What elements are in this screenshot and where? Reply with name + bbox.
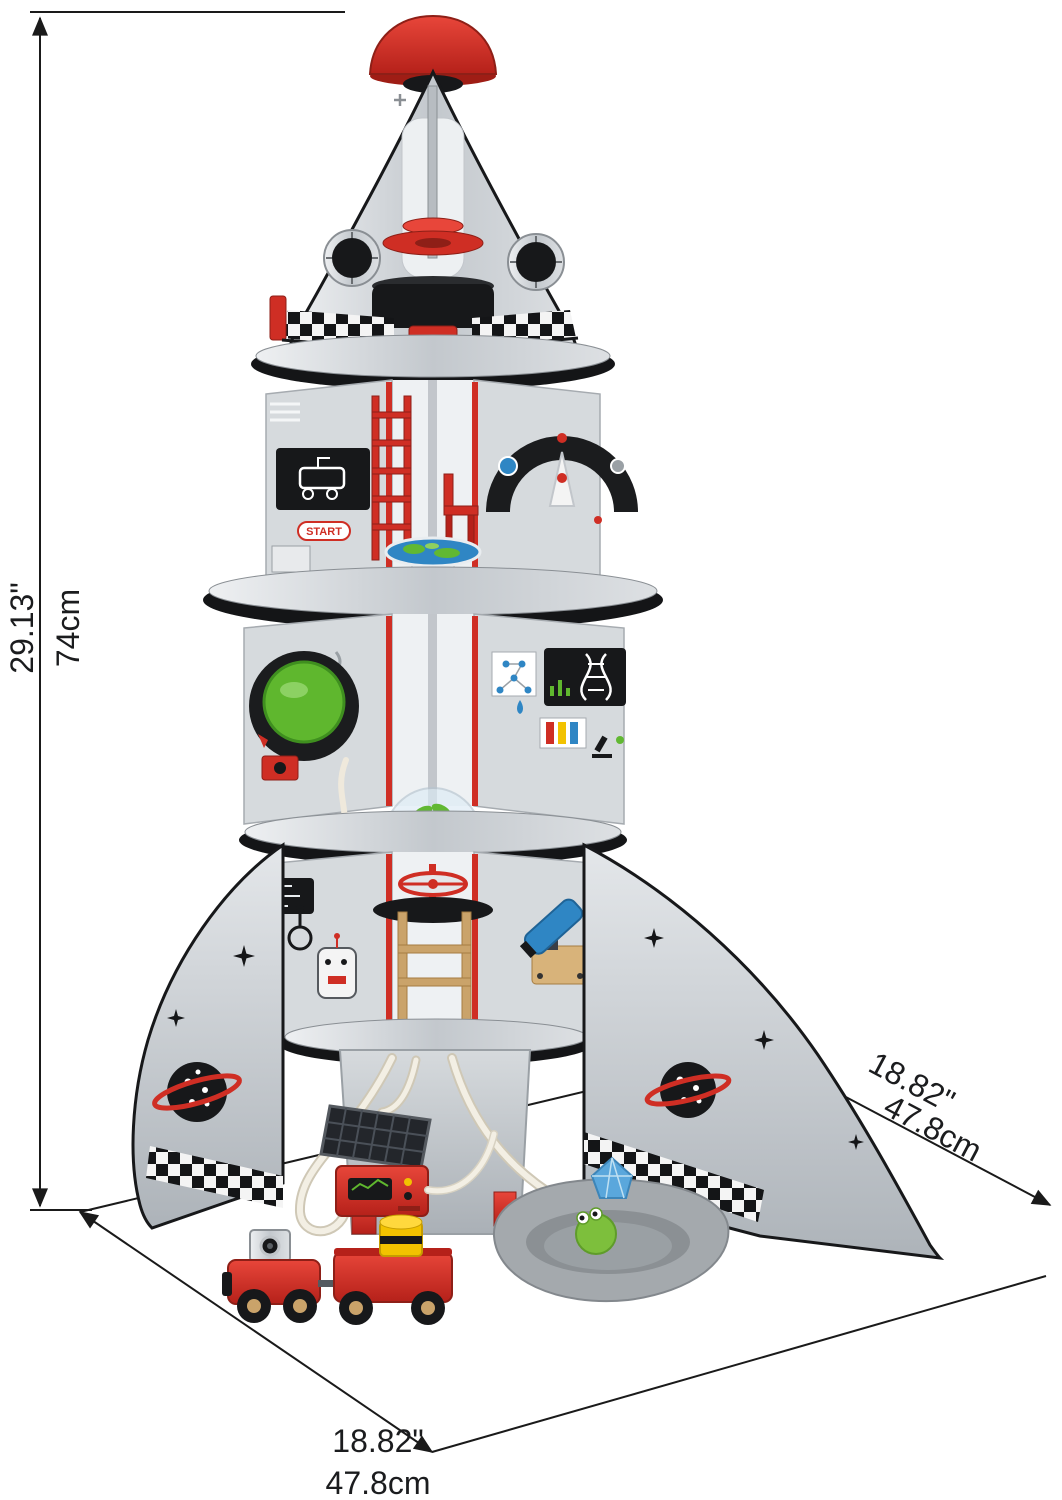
floor-edge-right [431,1275,1047,1453]
telescope-icon [519,898,593,985]
red-side-tab [269,295,287,341]
screw-cross-icon [394,94,406,106]
stage-2-red-trim-right [472,382,478,568]
camera-rover [222,1229,336,1323]
solar-grid-lines [323,1107,428,1166]
center-pole [427,85,438,259]
height-cm-label: 74cm [50,589,86,667]
star-icon [167,1009,185,1027]
alien-icon [575,1207,617,1255]
charger-screen [348,1178,392,1200]
alien-pond [492,1156,730,1302]
charger-knob-yellow [404,1178,412,1186]
porthole-left-icon [323,229,381,287]
stage-2-red-trim-left [386,382,392,568]
red-disc-hole [415,238,451,248]
saturn-planet-icon [644,1062,732,1118]
red-dot [594,516,602,524]
radar-dial-icon [249,651,359,761]
rover-train [222,1214,453,1325]
width-dimension-line [78,1211,434,1453]
droplet-icon [517,700,523,714]
nose-cone [368,14,498,93]
porthole-right-icon [507,233,565,291]
accessories [222,1104,730,1325]
rocket-playset: START [131,14,945,1261]
dna-panel-icon [544,648,626,706]
platform-3-top [244,810,622,854]
width-inches-label: 18.82" [332,1423,423,1459]
stage-3-red-trim-left [386,616,392,806]
charger-cord-core [425,1131,497,1194]
left-fin-shape [131,842,285,1230]
platform-1-top [255,334,611,378]
wooden-stand [373,897,493,1021]
stage-2-pole [428,380,437,568]
right-fin-shape [582,842,945,1261]
star-icon [644,928,664,948]
left-fin [131,842,285,1230]
nose-dome [368,14,498,75]
stage-4-red-trim-right [472,854,478,1034]
microscope-icon [592,735,624,758]
test-tube-panel-icon [539,717,587,749]
barrel-wagon [333,1214,453,1325]
small-panel [271,545,311,573]
width-cm-label: 47.8cm [326,1465,431,1500]
stage-3-pole [428,614,437,806]
space-arch-graphic [486,433,638,524]
solar-panel-charger [319,1104,498,1217]
upper-stage-cone [269,68,581,355]
checker-band-right-fin [584,1132,764,1222]
stage-4-red-trim-left [386,854,392,1034]
start-label: START [306,526,342,538]
start-button: START [297,521,351,541]
platform-3 [239,810,627,866]
platform-2 [203,566,663,630]
stage-4-hangar [265,851,603,1049]
star-icon [848,1134,864,1150]
hitch [318,1280,336,1287]
dark-cylinder [372,284,494,328]
red-gauge-box [261,755,299,781]
crystal-icon [590,1156,634,1199]
robot-icon [317,933,357,999]
height-dimension [30,11,345,1211]
height-inches-label: 29.13" [4,582,40,673]
claw-arm-icon [287,905,313,951]
width-dimension [78,1211,434,1453]
charger-slot [398,1206,420,1211]
charger-readout [351,1178,389,1191]
planet-red-icon [557,433,567,443]
rover-bumper [222,1272,232,1296]
satellite-dish-icon [398,864,468,908]
stage-3-red-trim-right [472,616,478,806]
control-screen-icon [276,448,370,510]
stage-2-cockpit: START [265,379,638,598]
vent-lines [270,402,300,422]
saturn-planet-icon [152,1062,242,1122]
star-icon [233,945,255,967]
charger-knob-dark [404,1192,412,1200]
checker-band-left-fin [146,1146,283,1208]
right-fin [582,842,945,1261]
platform-2-top [208,566,658,616]
molecule-panel-icon [491,651,537,697]
planet-gray-icon [610,458,626,474]
platform-1 [251,334,615,390]
star-icon [754,1030,774,1050]
planet-blue-icon [498,456,518,476]
earth-disc-icon [384,536,482,568]
